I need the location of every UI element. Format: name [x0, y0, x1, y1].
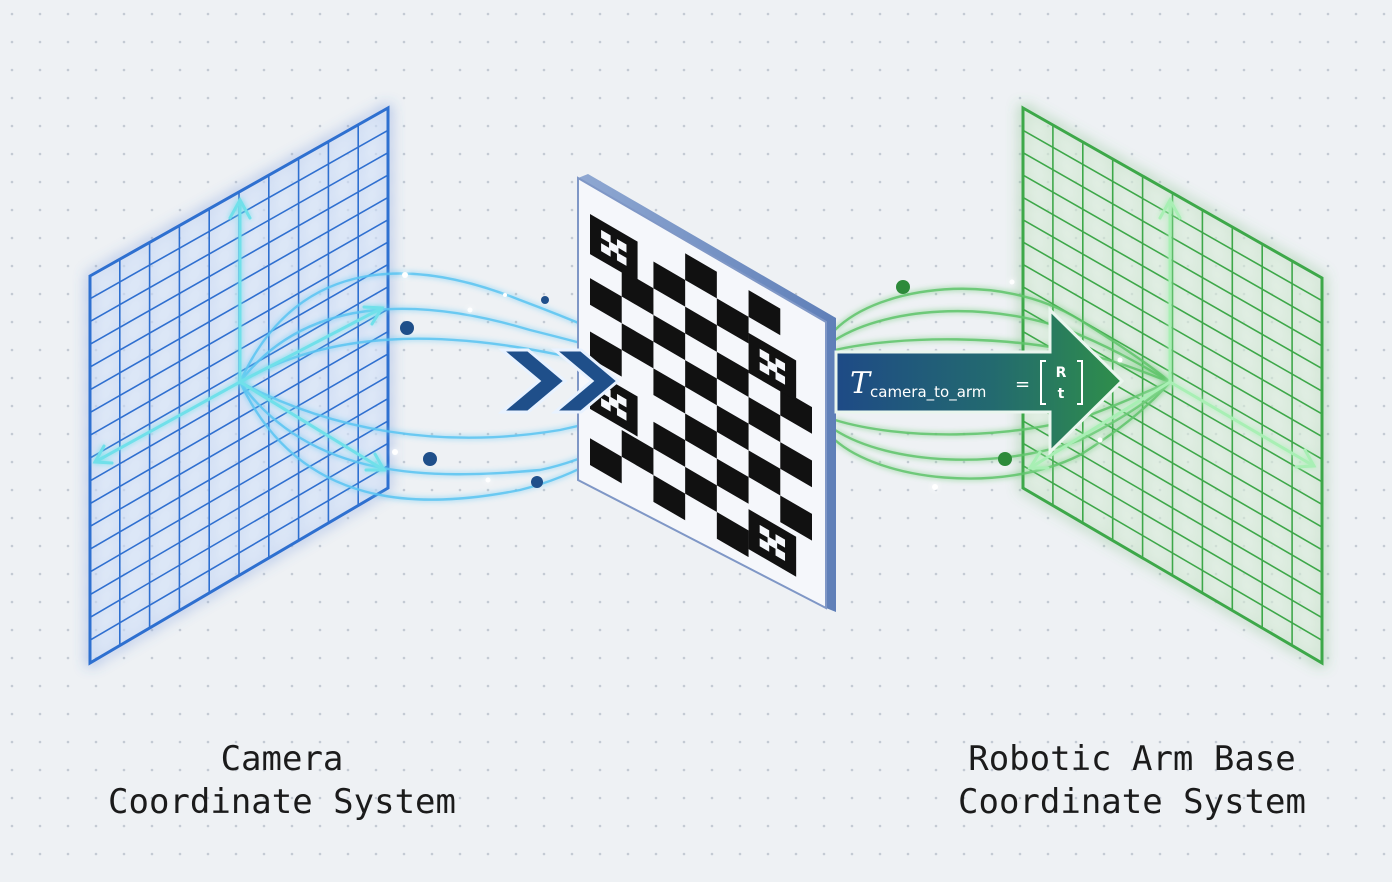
fiducial-bit: [609, 395, 619, 410]
arm-axes: [1027, 196, 1317, 470]
arm-grid-row: [1022, 219, 1323, 392]
checker-square: [780, 495, 812, 541]
checker-square: [716, 512, 749, 558]
fiducial-bit: [601, 229, 611, 244]
matrix-bracket-left: [1040, 360, 1046, 405]
fiducial-bit: [616, 252, 627, 266]
fiducial-bit: [609, 241, 619, 255]
arm-grid-row: [1022, 174, 1323, 347]
fiducial-bit: [601, 398, 611, 412]
fiducial-bit: [759, 348, 770, 363]
checker-square: [716, 351, 749, 397]
camera-grid-row: [89, 308, 389, 482]
checker-square: [748, 450, 781, 496]
arm-caption-line2: Coordinate System: [958, 782, 1306, 822]
checker-squares: [590, 253, 812, 558]
fiducial-bit: [775, 357, 786, 372]
fiducial-bit: [759, 362, 770, 376]
checker-square: [716, 458, 749, 504]
arm-grid-row: [1022, 241, 1323, 415]
checker-square: [653, 421, 686, 467]
arm-caption-line1: Robotic Arm Base: [968, 739, 1296, 779]
checker-square: [685, 306, 717, 352]
arm-flow-sparkles: [932, 279, 1123, 490]
camera-plane: [88, 105, 390, 666]
fiducial-bit: [775, 371, 786, 385]
camera-grid-row: [89, 330, 389, 505]
transform-symbol: T: [850, 366, 872, 401]
fiducial-bit: [616, 239, 627, 253]
checker-square: [621, 269, 654, 315]
fiducial-bit: [775, 547, 786, 561]
checker-square: [621, 323, 654, 369]
fiducial-bit: [616, 393, 627, 408]
checker-square: [685, 360, 717, 406]
checker-square: [780, 442, 812, 488]
checker-square: [653, 368, 686, 414]
camera-grid-row: [89, 375, 389, 550]
transform-subscript: camera_to_arm: [870, 383, 986, 402]
checker-square: [653, 261, 686, 307]
camera-flow-nodes: [400, 296, 549, 488]
fiducial-markers: [590, 214, 797, 577]
checker-square: [685, 253, 717, 299]
checker-square: [590, 438, 622, 484]
checker-square: [621, 430, 654, 476]
transform-equals: =: [1015, 374, 1030, 395]
camera-grid-row: [89, 397, 389, 573]
checker-square: [780, 388, 812, 434]
arm-grid-row: [1022, 263, 1323, 438]
arm-grid-row: [1022, 196, 1323, 370]
checkerboard-target-icon: [577, 174, 836, 612]
matrix-rotation: R: [1056, 365, 1067, 381]
camera-caption-line2: Coordinate System: [108, 782, 456, 822]
arm-grid-row: [1022, 442, 1323, 619]
camera-caption: Camera Coordinate System: [72, 738, 492, 824]
arm-grid-row: [1022, 464, 1323, 642]
camera-grid-row: [89, 464, 389, 641]
camera-grid-row: [89, 353, 389, 528]
matrix-bracket-right: [1077, 360, 1083, 405]
fiducial-bit: [601, 243, 611, 257]
fiducial-bit: [775, 534, 786, 548]
arrow-right-icon: [834, 306, 1125, 456]
checker-square: [748, 396, 781, 443]
arm-flow-nodes: [896, 280, 1012, 466]
checker-square: [590, 278, 622, 324]
matrix-translation: t: [1058, 386, 1065, 402]
checker-square: [685, 413, 717, 459]
checker-square: [716, 298, 749, 344]
camera-grid-row: [89, 442, 389, 619]
camera-caption-line1: Camera: [220, 739, 344, 779]
checker-square: [653, 314, 686, 361]
fiducial-bit: [759, 524, 770, 539]
checker-square: [716, 405, 749, 451]
arm-grid-row: [1022, 420, 1323, 596]
double-chevron-right-icon: [497, 348, 621, 414]
arm-caption: Robotic Arm Base Coordinate System: [922, 738, 1342, 824]
arm-grid-row: [1022, 152, 1323, 324]
fiducial-bit: [759, 538, 770, 552]
checker-square: [590, 331, 622, 377]
fiducial-bit: [767, 359, 778, 374]
checker-square: [748, 290, 781, 336]
arm-grid-row: [1022, 129, 1323, 302]
camera-axes: [92, 196, 387, 472]
checker-square: [653, 475, 686, 521]
checker-square: [685, 466, 717, 513]
fiducial-bit: [767, 536, 778, 550]
transform-formula: T camera_to_arm = R t: [850, 360, 1083, 405]
fiducial-bit: [616, 407, 627, 421]
camera-grid-row: [89, 420, 389, 596]
